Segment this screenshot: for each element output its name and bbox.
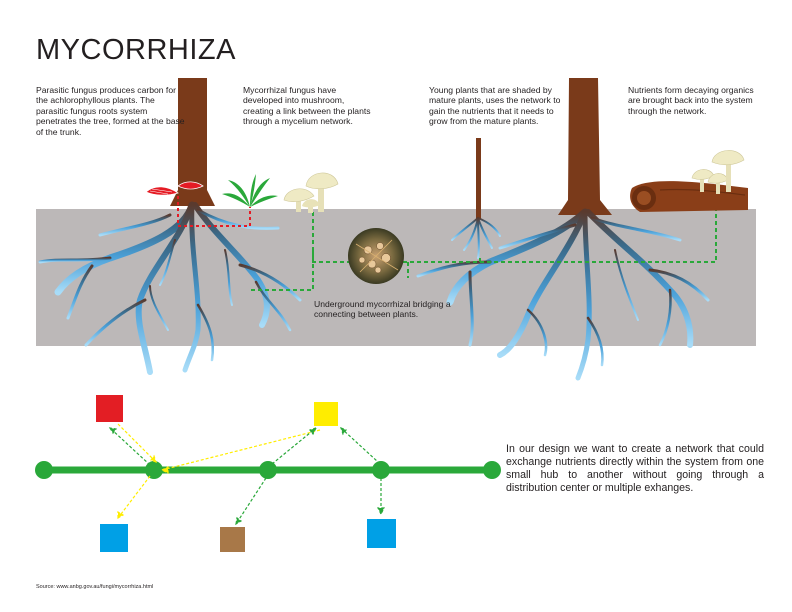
parasite-link bbox=[177, 196, 251, 227]
hub-brown bbox=[220, 527, 245, 552]
right-tree-roots bbox=[416, 208, 710, 381]
network-nodes bbox=[35, 461, 501, 479]
mycelium-photo-icon bbox=[348, 228, 404, 284]
hub-blue-right bbox=[367, 519, 396, 548]
soil-band bbox=[36, 209, 756, 346]
caption-mushroom: Mycorrhizal fungus have developed into m… bbox=[243, 85, 371, 127]
caption-nutrients: Nutrients form decaying organics are bro… bbox=[628, 85, 754, 116]
node-2 bbox=[145, 461, 163, 479]
caption-parasitic-fungus: Parasitic fungus produces carbon for the… bbox=[36, 85, 185, 137]
caption-young-plants: Young plants that are shaded by mature p… bbox=[429, 85, 561, 127]
young-plant-roots bbox=[451, 217, 501, 259]
node-5 bbox=[483, 461, 501, 479]
left-tree-trunk bbox=[170, 78, 215, 206]
network-arrows bbox=[108, 423, 385, 526]
hub-blue-left bbox=[100, 524, 128, 552]
hub-red bbox=[96, 395, 123, 422]
green-plant-icon bbox=[222, 174, 278, 207]
page-title: MYCORRHIZA bbox=[36, 34, 236, 66]
design-note: In our design we want to create a networ… bbox=[506, 443, 764, 494]
node-3 bbox=[259, 461, 277, 479]
mushroom-icon bbox=[283, 172, 339, 213]
young-plant-stem bbox=[476, 138, 481, 220]
source-link[interactable]: Source: www.anbg.gov.au/fungi/mycorrhiza… bbox=[36, 584, 154, 590]
mycelium-network bbox=[250, 196, 717, 291]
red-fungus-icon bbox=[145, 181, 204, 196]
caption-underground: Underground mycorrhizal bridging a conne… bbox=[314, 299, 451, 320]
left-tree-roots bbox=[38, 201, 302, 375]
node-1 bbox=[35, 461, 53, 479]
right-tree-trunk bbox=[558, 78, 612, 215]
node-4 bbox=[372, 461, 390, 479]
hub-yellow bbox=[314, 402, 338, 426]
log-mushrooms-icon bbox=[691, 150, 745, 194]
